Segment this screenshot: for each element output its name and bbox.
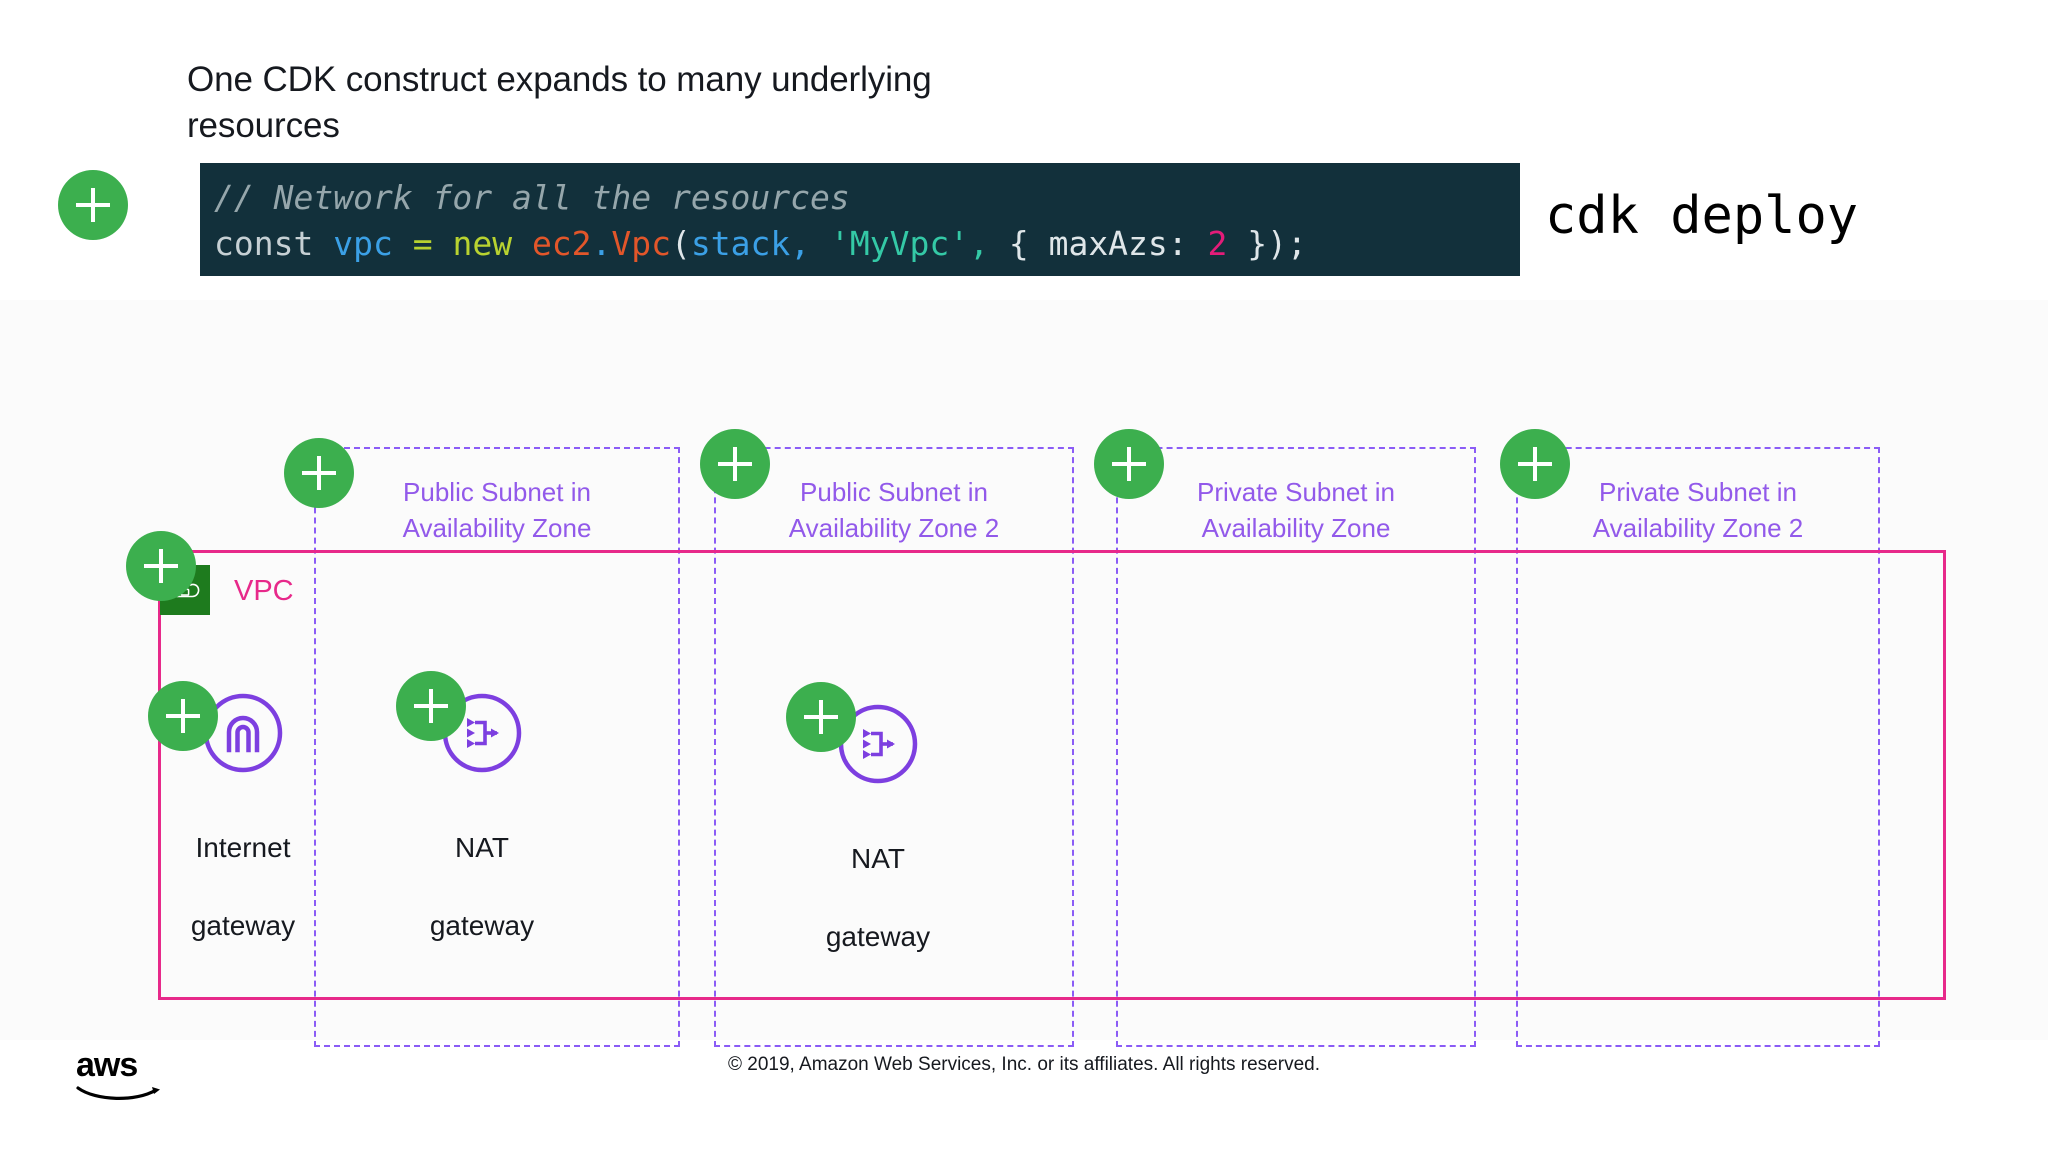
resource-nat-gateway-az2: NAT gateway	[778, 703, 978, 995]
subnet-label-line1: Private Subnet in	[1196, 477, 1395, 507]
code-token-comma-2: ,	[969, 224, 989, 263]
page-title: One CDK construct expands to many underl…	[187, 60, 932, 145]
cdk-deploy-command: cdk deploy	[1545, 186, 1859, 246]
code-token-number-2: 2	[1207, 224, 1228, 263]
code-token-equals: =	[412, 224, 433, 263]
code-token-brace-close: }	[1247, 224, 1268, 263]
subnet-public-az2: Public Subnet in Availability Zone 2	[714, 447, 1074, 1047]
code-comment: // Network for all the resources	[214, 178, 850, 217]
caption-line2: gateway	[825, 921, 931, 952]
code-token-string-myvpc: 'MyVpc'	[830, 224, 970, 263]
expand-badge-vpc-construct[interactable]	[58, 170, 128, 240]
code-token-paren-open: (	[671, 224, 691, 263]
subnet-label-line2: Availability Zone	[1201, 513, 1391, 543]
copyright-text: © 2019, Amazon Web Services, Inc. or its…	[727, 1054, 1320, 1075]
expand-badge-internet-gateway[interactable]	[148, 681, 218, 751]
code-token-vpc-class: Vpc	[611, 224, 672, 263]
code-token-paren-close: )	[1267, 224, 1288, 263]
code-block: // Network for all the resources const v…	[200, 163, 1520, 276]
subnet-private-az2: Private Subnet in Availability Zone 2	[1516, 447, 1880, 1047]
code-token-const: const	[214, 224, 314, 263]
resource-internet-gateway: Internet gateway	[143, 692, 343, 984]
expand-badge-subnet-private-1[interactable]	[1094, 429, 1164, 499]
code-token-comma-1: ,	[790, 224, 811, 263]
expand-badge-subnet-public-1[interactable]	[284, 438, 354, 508]
code-token-vpc-var: vpc	[333, 224, 393, 263]
expand-badge-vpc[interactable]	[126, 531, 196, 601]
diagram-background-panel	[0, 300, 2048, 1040]
subnet-label-line1: Public Subnet in	[403, 477, 591, 507]
caption-line1: Internet	[195, 832, 291, 863]
subnet-label-line2: Availability Zone	[402, 513, 592, 543]
internet-gateway-caption: Internet gateway	[143, 789, 343, 984]
nat-gateway-az1-caption: NAT gateway	[382, 789, 582, 984]
vpc-boundary	[158, 550, 1946, 1000]
subnet-label-line1: Public Subnet in	[800, 477, 988, 507]
nat-gateway-az2-caption: NAT gateway	[778, 800, 978, 995]
code-token-dot: .	[591, 224, 612, 263]
caption-line2: gateway	[429, 910, 535, 941]
code-token-new: new	[452, 224, 513, 263]
subnet-public-az1-label: Public Subnet in Availability Zone	[316, 474, 678, 546]
expand-badge-nat-gateway-1[interactable]	[396, 671, 466, 741]
subnet-public-az1: Public Subnet in Availability Zone	[314, 447, 680, 1047]
subnet-label-line2: Availability Zone 2	[788, 513, 1000, 543]
subnet-private-az1: Private Subnet in Availability Zone	[1116, 447, 1476, 1047]
code-token-stack: stack	[690, 224, 791, 263]
aws-logo: aws	[74, 1046, 170, 1106]
svg-text:aws: aws	[76, 1046, 137, 1084]
code-token-brace-open: {	[1008, 224, 1029, 263]
code-token-maxazs: maxAzs:	[1048, 224, 1188, 263]
code-token-ec2: ec2	[531, 224, 592, 263]
subnet-private-az1-label: Private Subnet in Availability Zone	[1118, 474, 1474, 546]
subnet-public-az2-label: Public Subnet in Availability Zone 2	[716, 474, 1072, 546]
expand-badge-subnet-private-2[interactable]	[1500, 429, 1570, 499]
vpc-label: VPC	[234, 575, 294, 607]
code-token-semicolon: ;	[1287, 224, 1307, 263]
expand-badge-nat-gateway-2[interactable]	[786, 682, 856, 752]
caption-line1: NAT	[851, 843, 905, 874]
subnet-label-line2: Availability Zone 2	[1592, 513, 1804, 543]
caption-line1: NAT	[455, 832, 509, 863]
expand-badge-subnet-public-2[interactable]	[700, 429, 770, 499]
subnet-private-az2-label: Private Subnet in Availability Zone 2	[1518, 474, 1878, 546]
subnet-label-line1: Private Subnet in	[1598, 477, 1797, 507]
caption-line2: gateway	[190, 910, 296, 941]
